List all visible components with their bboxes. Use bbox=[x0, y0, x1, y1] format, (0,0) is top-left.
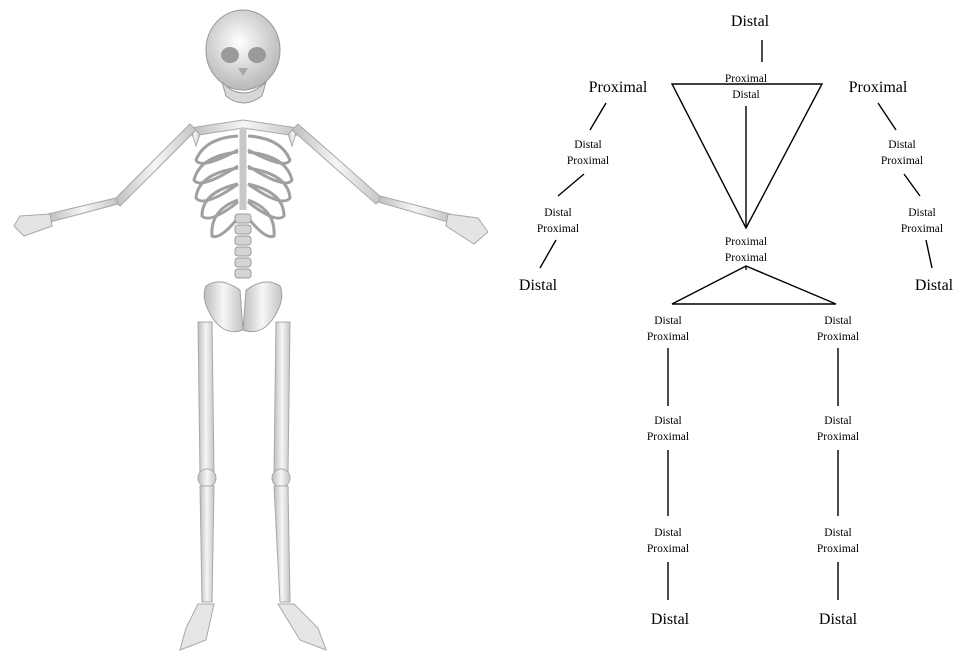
left-ankle-proximal-label: Proximal bbox=[647, 543, 689, 555]
left-hand-distal-label: Distal bbox=[519, 277, 558, 294]
right-elbow-distal-label: Distal bbox=[888, 139, 915, 151]
link-left-elbow-wrist bbox=[558, 174, 584, 196]
right-knee-distal-label: Distal bbox=[824, 415, 851, 427]
right-foot-distal-label: Distal bbox=[819, 611, 858, 628]
right-ankle-distal-label: Distal bbox=[824, 527, 851, 539]
left-ankle-distal-label: Distal bbox=[654, 527, 681, 539]
left-hip-distal-label: Distal bbox=[654, 315, 681, 327]
hierarchy-links bbox=[540, 40, 932, 600]
left-foot-distal-label: Distal bbox=[651, 611, 690, 628]
right-ankle-proximal-label: Proximal bbox=[817, 543, 859, 555]
left-shoulder-proximal-label: Proximal bbox=[589, 79, 648, 96]
link-right-shoulder-elbow bbox=[878, 103, 896, 130]
right-hip-distal-label: Distal bbox=[824, 315, 851, 327]
left-elbow-proximal-label: Proximal bbox=[567, 155, 609, 167]
link-left-shoulder-elbow bbox=[590, 103, 606, 130]
link-right-elbow-wrist bbox=[904, 174, 920, 196]
right-wrist-proximal-label: Proximal bbox=[901, 223, 943, 235]
left-knee-distal-label: Distal bbox=[654, 415, 681, 427]
link-torso-triangle bbox=[672, 84, 822, 228]
right-knee-proximal-label: Proximal bbox=[817, 431, 859, 443]
pelvis-proximal-bottom-label: Proximal bbox=[725, 252, 767, 264]
left-wrist-proximal-label: Proximal bbox=[537, 223, 579, 235]
right-wrist-distal-label: Distal bbox=[908, 207, 935, 219]
link-left-wrist-hand bbox=[540, 240, 556, 268]
left-knee-proximal-label: Proximal bbox=[647, 431, 689, 443]
link-pelvis-triangle bbox=[672, 266, 836, 304]
right-hip-proximal-label: Proximal bbox=[817, 331, 859, 343]
pelvis-proximal-top-label: Proximal bbox=[725, 236, 767, 248]
hierarchy-labels: Distal Proximal Distal Proximal Distal P… bbox=[519, 13, 954, 628]
neck-distal-label: Distal bbox=[732, 89, 759, 101]
left-wrist-distal-label: Distal bbox=[544, 207, 571, 219]
right-elbow-proximal-label: Proximal bbox=[881, 155, 923, 167]
head-distal-label: Distal bbox=[731, 13, 770, 30]
right-hand-distal-label: Distal bbox=[915, 277, 954, 294]
left-hip-proximal-label: Proximal bbox=[647, 331, 689, 343]
right-shoulder-proximal-label: Proximal bbox=[849, 79, 908, 96]
link-right-wrist-hand bbox=[926, 240, 932, 268]
neck-proximal-label: Proximal bbox=[725, 73, 767, 85]
left-elbow-distal-label: Distal bbox=[574, 139, 601, 151]
